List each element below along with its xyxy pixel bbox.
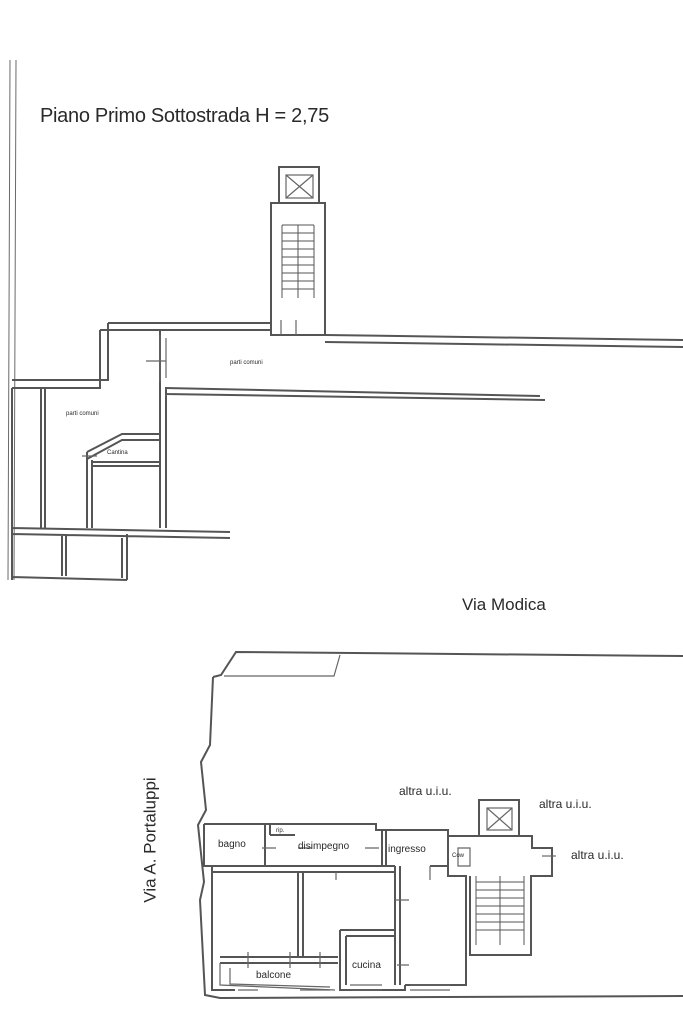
basement-corridor-walls — [12, 322, 683, 528]
neighbor-stair-tower — [448, 799, 556, 956]
room-label-bagno: bagno — [218, 839, 246, 850]
building-outline — [196, 650, 683, 1000]
neighbor-label-top-right: altra u.i.u. — [539, 797, 592, 811]
room-label-balcone: balcone — [256, 970, 292, 981]
neighbor-label-right: altra u.i.u. — [571, 848, 624, 862]
room-label-rip: rip. — [276, 828, 285, 834]
basement-stairwell — [270, 202, 326, 336]
basement-stair-steps — [281, 224, 315, 298]
basement-hall-walls — [11, 388, 231, 581]
balcony-rail — [219, 963, 336, 991]
basement-corridor-label: parti comuni — [230, 360, 263, 366]
basement-cantina-walls — [86, 433, 160, 528]
room-label-disimpegno: disimpegno — [298, 841, 350, 852]
apartment-outer-walls — [203, 823, 467, 991]
apartment-stair-steps — [475, 876, 525, 945]
basement-hall-label: parti comuni — [66, 411, 99, 417]
room-label-cow: Cow — [452, 853, 465, 859]
apartment-plan — [196, 650, 683, 1000]
neighbor-label-top: altra u.i.u. — [399, 784, 452, 798]
basement-stair-tower — [270, 166, 326, 336]
basement-cantina-label: Cantina — [107, 450, 128, 456]
plan-title: Piano Primo Sottostrada H = 2,75 — [40, 105, 329, 127]
room-label-cucina: cucina — [352, 960, 381, 971]
apartment-inner-walls — [212, 824, 448, 985]
street-label-via-portaluppi: Via A. Portaluppi — [140, 777, 160, 903]
basement-plan — [7, 59, 683, 581]
street-label-via-modica: Via Modica — [462, 595, 546, 614]
room-label-ingresso: ingresso — [388, 844, 426, 855]
basement-left-boundary — [7, 59, 17, 581]
